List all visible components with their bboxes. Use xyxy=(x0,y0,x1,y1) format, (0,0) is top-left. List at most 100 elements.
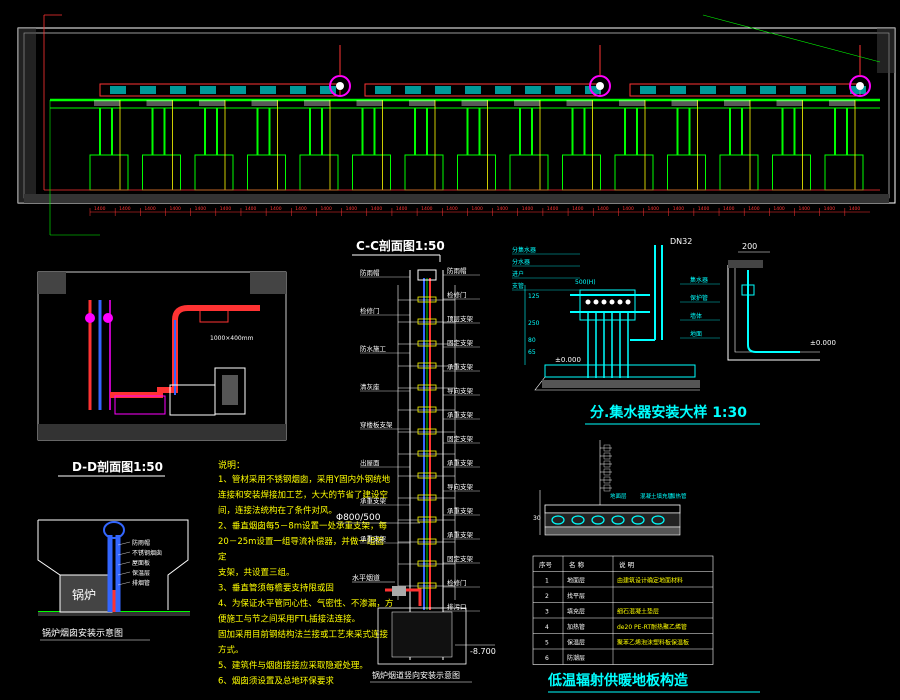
dim-text: 1400 xyxy=(119,206,131,212)
heating-tube-icon xyxy=(631,515,645,525)
table-cell: 3 xyxy=(545,609,549,616)
duct-segment xyxy=(200,86,216,94)
dim-text: 1400 xyxy=(497,206,509,212)
support-bracket xyxy=(417,582,437,589)
legend-table xyxy=(532,555,714,665)
heating-tube-icon xyxy=(651,515,665,525)
cc-right-label: 导向支架 xyxy=(447,386,474,395)
duct-segment xyxy=(820,86,836,94)
note-line: 2、垂直烟囱每5－8m设置一处承重支架，每 xyxy=(218,521,388,532)
table-cell: 填充层 xyxy=(567,608,585,616)
leader-line xyxy=(117,561,131,566)
duct-segment xyxy=(465,86,481,94)
valve-icon xyxy=(601,299,607,305)
dd-label: 屋面板 xyxy=(132,559,150,567)
dim-text: 1400 xyxy=(648,206,660,212)
dim-text: 1400 xyxy=(195,206,207,212)
valve-block xyxy=(461,100,488,106)
layer-tag xyxy=(603,484,611,492)
table-cell: 细石混凝土垫层 xyxy=(617,608,659,616)
valve-block xyxy=(199,100,225,106)
dim-text: 1400 xyxy=(824,206,836,212)
elev-zero-right: ±0.000 xyxy=(810,339,836,347)
heater-unit xyxy=(667,154,706,191)
cc-right-label: 承重支架 xyxy=(447,410,474,419)
layer-tag xyxy=(603,444,611,452)
manifold-title: 分.集水器安装大样 1:30 xyxy=(590,404,747,421)
valve-block xyxy=(356,100,383,106)
floor-label: 地面层 xyxy=(610,492,627,500)
cc-section: C-C剖面图1:50 防雨帽检修门防水施工清灰座穿楼板支架出屋面承重支架承重支架… xyxy=(336,238,496,683)
table-header: 说 明 xyxy=(619,560,635,569)
leader-line xyxy=(117,581,131,586)
support-bracket xyxy=(417,296,437,303)
fan-hub-icon xyxy=(856,82,864,90)
dim-65: 65 xyxy=(528,349,536,356)
manifold-label: 分集水器 xyxy=(512,246,536,254)
notes-block: 说明： 1、管材采用不锈钢烟囱，采用Y固内外钢统地连接和安装焊接加工艺，大大的节… xyxy=(218,459,393,687)
cc-right-label: 检修门 xyxy=(447,578,467,587)
heater-unit xyxy=(247,154,286,191)
valve-block xyxy=(94,100,120,106)
duct-segment xyxy=(170,86,186,94)
manifold-detail: DN32 125 250 80 65 500(H) ±0.000 分集水器分水器… xyxy=(512,237,836,425)
dim-text: 1400 xyxy=(849,206,861,212)
cc-left-label: 承重支架 xyxy=(360,534,387,543)
dim-text: 1400 xyxy=(220,206,232,212)
duct-segment xyxy=(640,86,656,94)
note-line: 6、烟囱须设置及总地环保要求 xyxy=(218,676,334,687)
duct-size-label: 1000×400mm xyxy=(210,335,254,342)
table-cell: 由建筑设计确定地面材料 xyxy=(617,577,683,585)
cc-left-label: 出屋面 xyxy=(360,458,380,467)
duct-segment xyxy=(320,86,336,94)
heating-tube-icon xyxy=(611,515,625,525)
dim-text: 1400 xyxy=(371,206,383,212)
valve-block xyxy=(829,100,855,106)
dim-text: 1400 xyxy=(421,206,433,212)
dim-text: 1400 xyxy=(346,206,358,212)
valve-block xyxy=(776,100,803,106)
cc-right-label: 顶层支架 xyxy=(447,314,474,323)
duct-segment xyxy=(230,86,246,94)
duct-segment xyxy=(700,86,716,94)
note-line: 1、管材采用不锈钢烟囱，采用Y固内外钢统地 xyxy=(218,474,391,485)
boiler-pipe-title: 锅炉烟囱安装示意图 xyxy=(42,627,123,639)
dim-250: 250 xyxy=(528,320,540,327)
cc-left-label: 防雨帽 xyxy=(360,268,380,277)
valve-icon xyxy=(609,299,615,305)
cc-right-label: 防雨帽 xyxy=(447,266,467,275)
table-cell: 2 xyxy=(545,593,549,600)
note-line: 连接和安装焊接加工艺，大大的节省了建设空 xyxy=(218,490,388,501)
duct-segment xyxy=(405,86,421,94)
layer-tag xyxy=(603,468,611,476)
dim-text: 1400 xyxy=(471,206,483,212)
dim-text: 1400 xyxy=(572,206,584,212)
heater-unit xyxy=(299,154,339,191)
manifold-label: 集水器 xyxy=(690,276,708,284)
dim-text: 1400 xyxy=(547,206,559,212)
support-bracket xyxy=(417,560,437,567)
cc-left-label: 检修门 xyxy=(360,306,380,315)
valve-block xyxy=(146,100,173,106)
valve-icon xyxy=(585,299,591,305)
boiler-label: 锅炉 xyxy=(72,587,96,602)
dim-text: 1400 xyxy=(396,206,408,212)
cc-right-label: 承重支架 xyxy=(447,506,474,515)
table-cell: 地面层 xyxy=(567,577,585,585)
duct-segment xyxy=(375,86,391,94)
leader-line xyxy=(117,551,131,556)
note-line: 方式。 xyxy=(218,645,244,656)
dim-text: 1400 xyxy=(144,206,156,212)
heater-unit xyxy=(89,154,129,191)
note-line: 定 xyxy=(218,552,227,563)
horizontal-flue-label: 水平烟道 xyxy=(352,573,380,582)
cc-right-label: 承重支架 xyxy=(447,362,474,371)
heater-unit xyxy=(194,154,234,191)
manifold-label: 分水器 xyxy=(512,258,530,266)
valve-icon xyxy=(617,299,623,305)
manifold-label: 进户 xyxy=(512,270,524,278)
support-bracket xyxy=(417,450,437,457)
support-bracket xyxy=(417,318,437,325)
table-cell: 5 xyxy=(545,640,549,647)
